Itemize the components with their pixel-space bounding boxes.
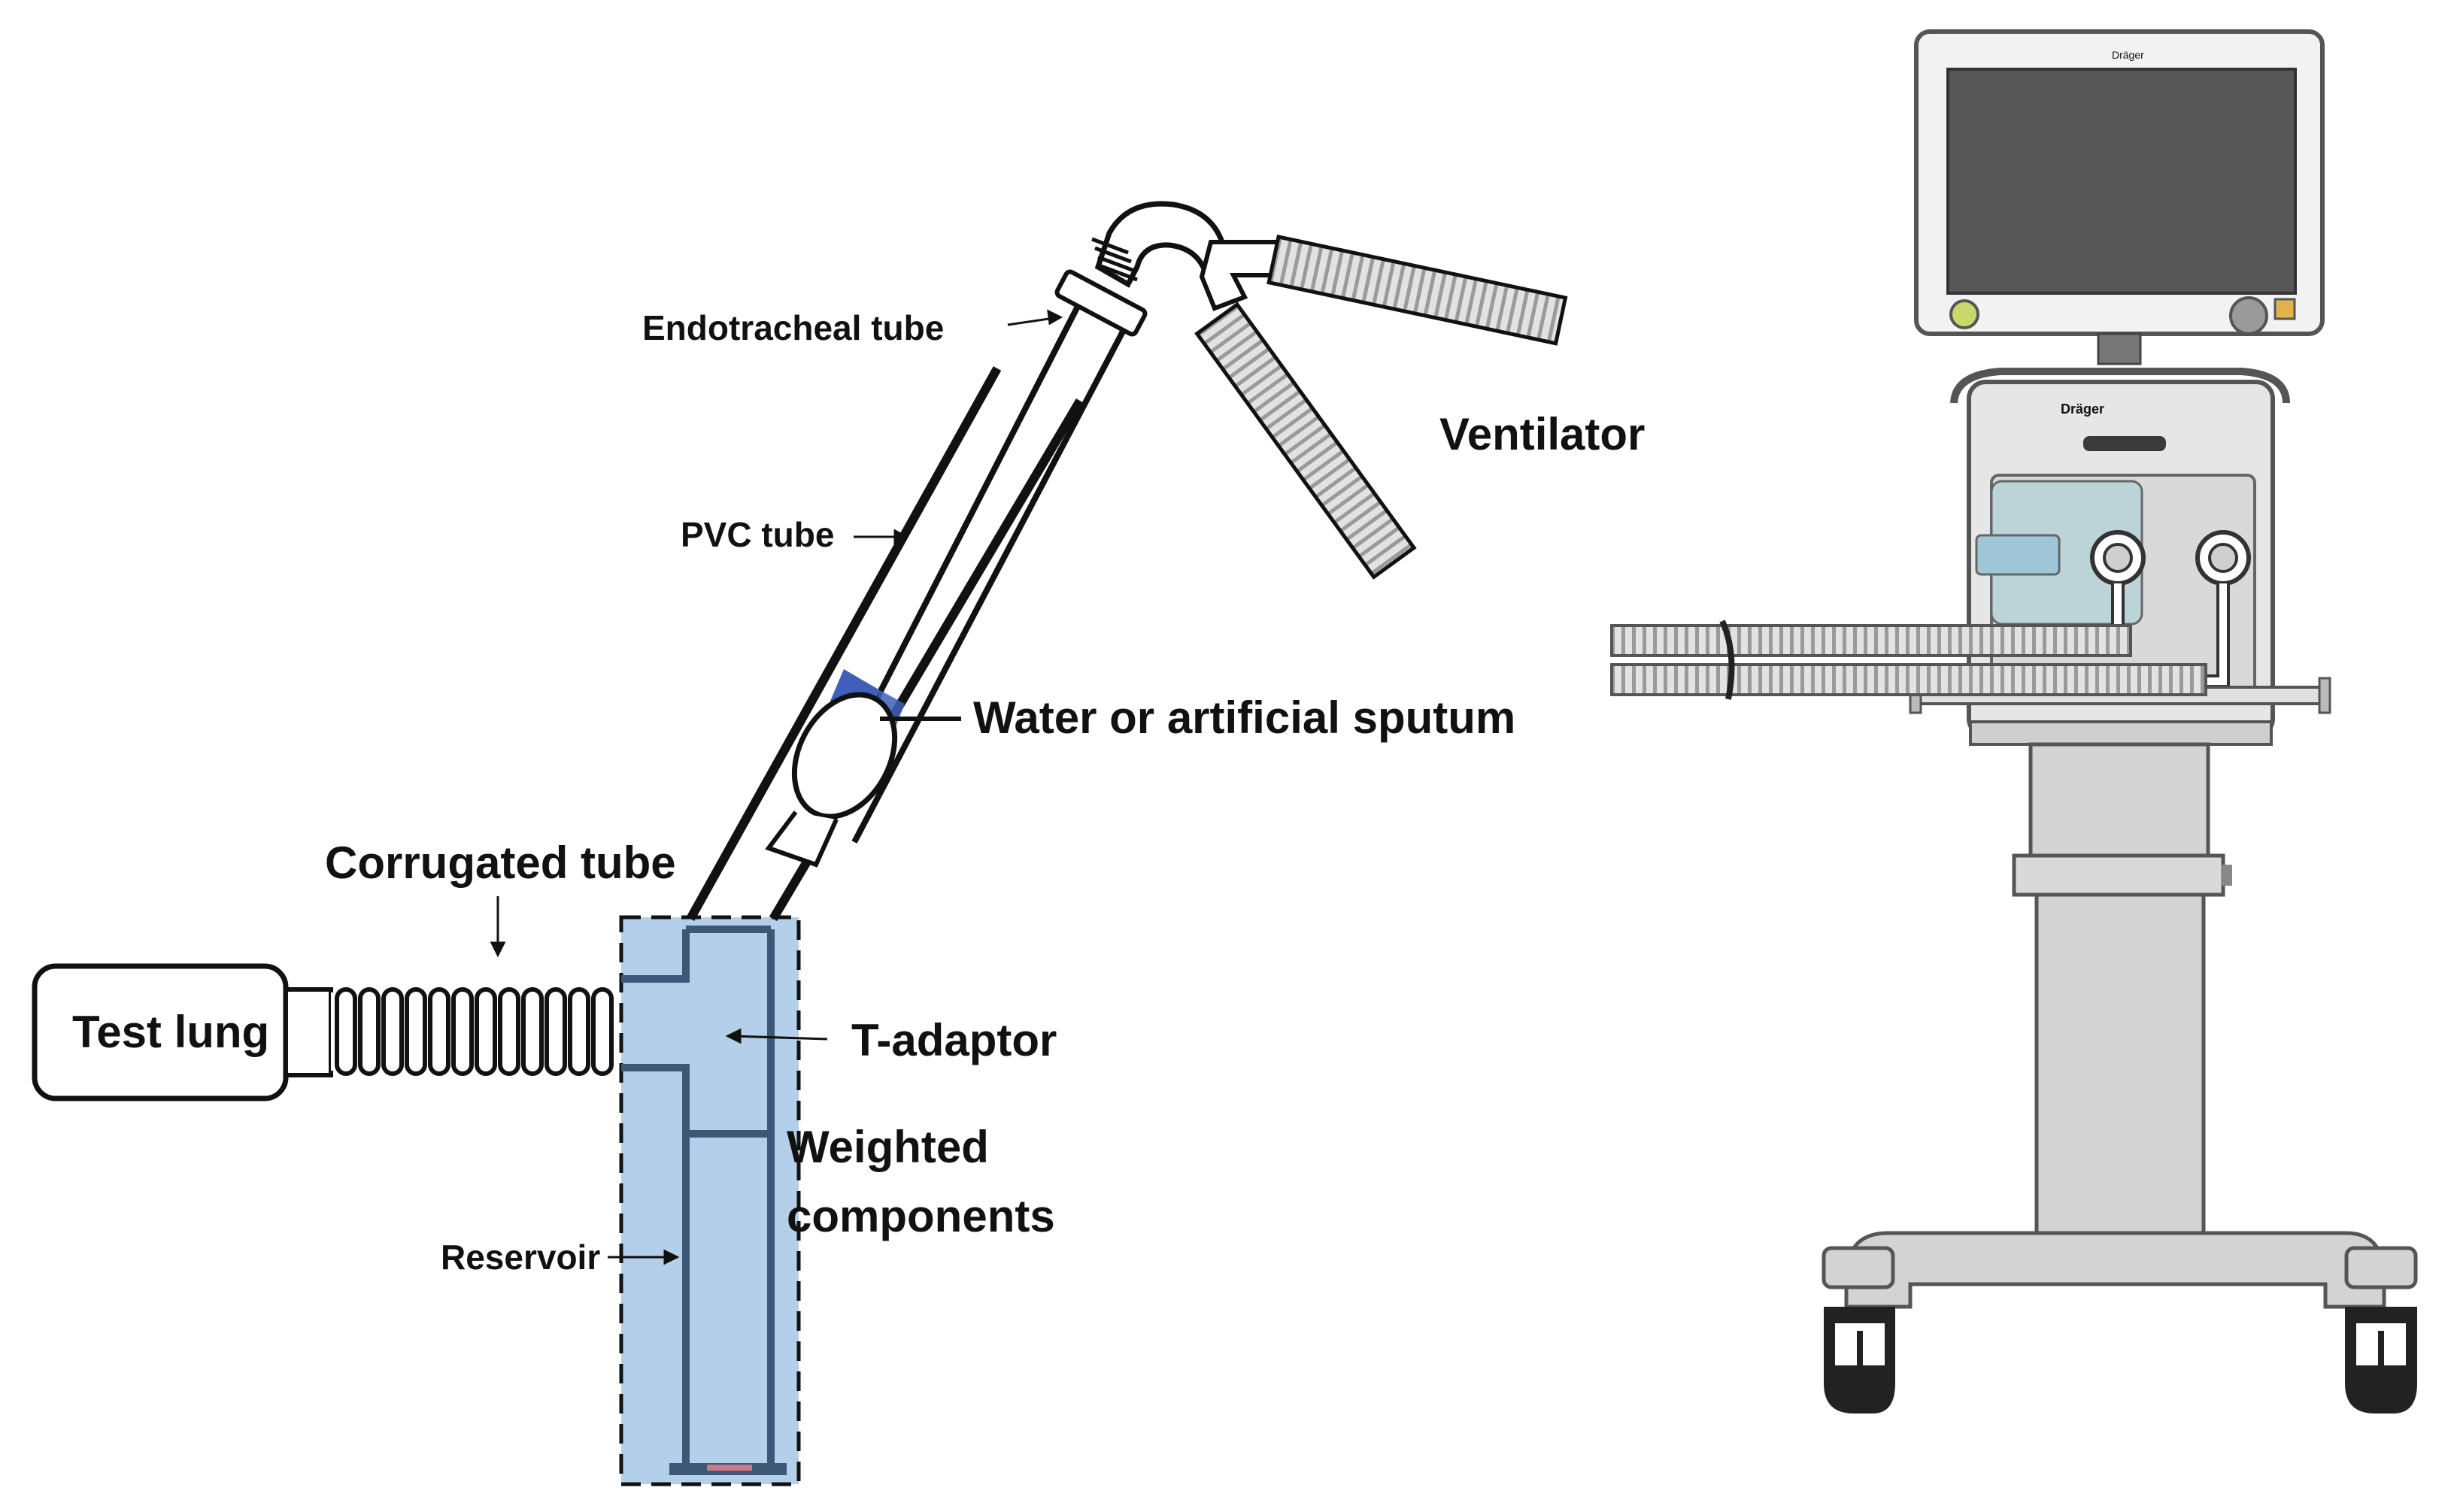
corrugated-tube — [331, 987, 620, 1076]
test-lung — [32, 963, 333, 1101]
connector-thread — [1097, 255, 1135, 273]
connector-thread — [1094, 246, 1132, 264]
bellows-ring — [568, 987, 590, 1076]
label-test-lung: Test lung — [72, 1007, 269, 1057]
circuit-hose-lower — [1610, 663, 2207, 696]
endotracheal-tube — [765, 201, 1281, 868]
label-pvc-tube: PVC tube — [681, 515, 834, 554]
connector-thread — [1091, 237, 1129, 255]
label-t-adaptor: T-adaptor — [851, 1015, 1057, 1065]
monitor-brand: Dräger — [2112, 49, 2144, 61]
bellows-ring — [498, 987, 520, 1076]
label-ventilator: Ventilator — [1439, 409, 1645, 459]
reservoir-box — [619, 915, 801, 1486]
label-corrugated-tube: Corrugated tube — [325, 838, 676, 888]
caster-left — [1822, 1246, 1895, 1414]
leader-lines — [490, 309, 1063, 1265]
circuit-hose-upper — [1610, 624, 2132, 657]
connector-thread — [1100, 264, 1138, 282]
bellows-ring — [405, 987, 427, 1076]
bellows-ring — [521, 987, 544, 1076]
bellows-ring — [475, 987, 497, 1076]
caster-right — [2344, 1246, 2418, 1414]
bellows-ring — [451, 987, 474, 1076]
label-reservoir: Reservoir — [441, 1238, 600, 1277]
bellows-ring — [335, 987, 357, 1076]
ventilator-hoses — [1194, 235, 1568, 580]
body-brand: Dräger — [2061, 401, 2104, 417]
label-water-sputum: Water or artificial sputum — [973, 692, 1515, 743]
pvc-tube — [686, 366, 1084, 922]
label-weighted: Weighted — [787, 1122, 989, 1172]
bellows-ring — [381, 987, 404, 1076]
bellows-ring — [428, 987, 450, 1076]
bellows-ring — [544, 987, 567, 1076]
ventilator-machine: Dräger Dräger — [1610, 29, 2418, 1414]
bellows-ring — [358, 987, 381, 1076]
bellows-ring — [591, 987, 614, 1076]
label-components: components — [787, 1191, 1055, 1241]
label-endotracheal-tube: Endotracheal tube — [642, 308, 944, 347]
